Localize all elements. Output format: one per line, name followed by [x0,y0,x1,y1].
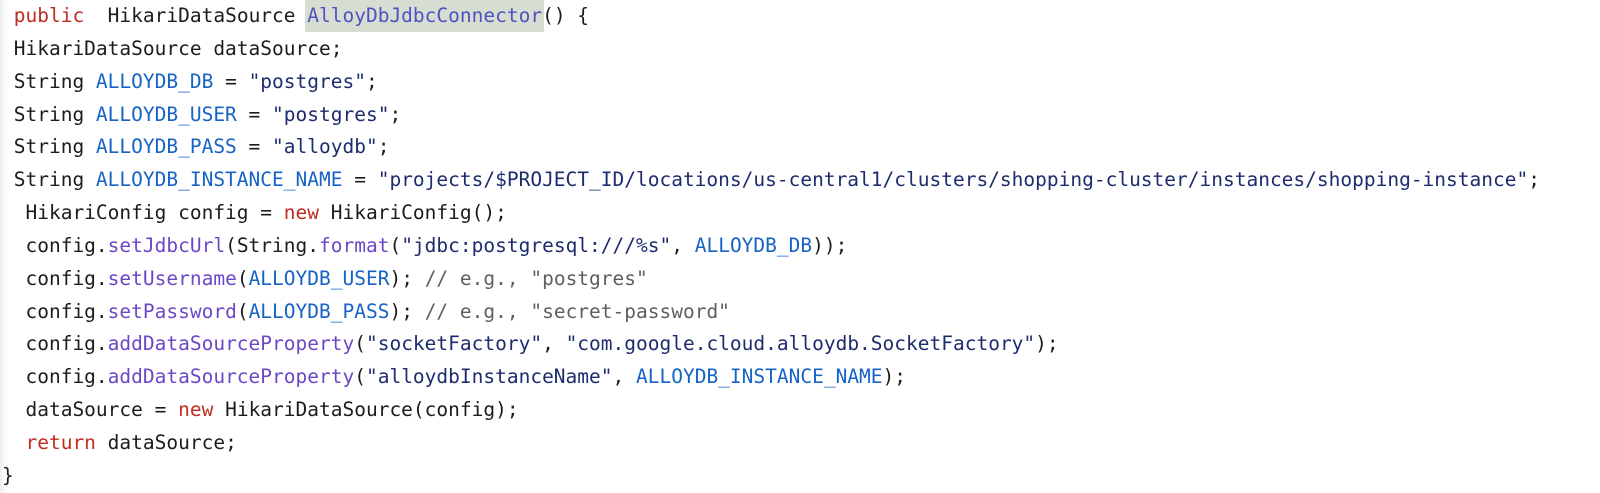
token-string: "postgres" [272,102,390,126]
code-line: config.setJdbcUrl(String.format("jdbc:po… [2,230,1600,263]
token-keyword: new [283,201,319,225]
token-string: "alloydbInstanceName" [365,365,613,389]
token-plain: config. [2,365,108,389]
code-line: String ALLOYDB_USER = "postgres"; [2,99,1600,132]
code-line: public HikariDataSource AlloyDbJdbcConne… [2,0,1600,33]
code-line: String ALLOYDB_PASS = "alloydb"; [2,131,1600,164]
token-plain: String [2,102,96,126]
code-line: config.addDataSourceProperty("socketFact… [2,328,1600,361]
token-function: setUsername [107,266,237,290]
token-keyword: public [13,4,85,27]
token-keyword: return [25,430,96,454]
token-plain: HikariDataSource [84,4,308,27]
token-constant: ALLOYDB_USER [95,102,237,126]
highlighted-method-name: AlloyDbJdbcConnector [305,0,545,32]
token-plain: ( [389,233,402,257]
token-comment: // e.g., "secret-password" [424,299,730,323]
token-constant: ALLOYDB_DB [694,233,813,257]
token-plain: = [342,168,378,192]
token-plain: dataSource; [95,430,237,454]
token-plain: )); [812,233,848,257]
token-string: "postgres" [248,69,366,93]
code-line: config.addDataSourceProperty("alloydbIns… [2,361,1600,394]
token-plain: ( [236,299,249,323]
token-constant: ALLOYDB_PASS [95,135,237,159]
token-string: "alloydb" [272,135,378,159]
token-plain: = [236,135,273,159]
token-function: addDataSourceProperty [107,365,355,389]
token-plain: } [2,463,14,487]
code-line: config.setUsername(ALLOYDB_USER); // e.g… [2,263,1600,296]
token-plain: config. [2,299,108,323]
token-plain: ; [389,102,402,126]
token-plain: ( [236,266,249,290]
token-plain: , [671,233,695,257]
token-plain: config. [2,266,108,290]
token-plain: String [2,69,96,93]
token-plain: HikariDataSource dataSource; [2,36,343,60]
token-plain: config. [2,332,108,356]
token-function: setPassword [107,299,237,323]
token-function: format [319,233,390,257]
token-function: setJdbcUrl [107,233,226,257]
token-plain: () { [542,4,590,27]
token-plain: ; [1528,168,1540,192]
token-constant: ALLOYDB_DB [95,69,214,93]
code-line: HikariDataSource dataSource; [2,33,1600,66]
token-plain: = [236,102,273,126]
token-plain: = [213,69,249,93]
token-plain: ); [1035,332,1059,356]
token-string: "com.google.cloud.alloydb.SocketFactory" [565,332,1036,356]
token-plain: ; [365,69,378,93]
token-comment: // e.g., "postgres" [424,266,648,290]
code-line: config.setPassword(ALLOYDB_PASS); // e.g… [2,296,1600,329]
token-function: addDataSourceProperty [107,332,355,356]
token-plain: String [2,135,96,159]
token-plain [2,4,14,27]
token-constant: ALLOYDB_INSTANCE_NAME [636,365,883,389]
token-string: "socketFactory" [365,332,543,356]
token-plain: config. [2,233,108,257]
token-plain: ); [389,266,425,290]
token-plain: ( [354,365,366,389]
token-plain: (String. [225,233,319,257]
code-line: HikariConfig config = new HikariConfig()… [2,197,1600,230]
token-plain: ; [377,135,390,159]
token-keyword: new [178,398,214,422]
code-line: } [2,460,1600,493]
code-line: String ALLOYDB_INSTANCE_NAME = "projects… [2,164,1600,197]
token-plain [2,431,25,454]
token-plain: String [2,168,96,192]
token-plain: HikariConfig config = [2,201,284,225]
token-plain: ( [354,332,366,356]
token-constant: ALLOYDB_USER [248,266,390,290]
token-plain: , [612,365,636,389]
token-string: "projects/$PROJECT_ID/locations/us-centr… [377,168,1529,192]
token-plain: dataSource = [2,398,179,422]
token-plain: , [542,332,566,356]
token-constant: ALLOYDB_PASS [248,299,390,323]
token-constant: ALLOYDB_INSTANCE_NAME [95,168,343,192]
token-plain: ); [882,365,907,389]
code-line: String ALLOYDB_DB = "postgres"; [2,66,1600,99]
code-line: return dataSource; [2,427,1600,460]
token-plain: HikariDataSource(config); [213,398,519,422]
token-string: "jdbc:postgresql:///%s" [401,233,672,257]
token-plain: HikariConfig(); [319,201,507,225]
code-line: dataSource = new HikariDataSource(config… [2,394,1600,427]
token-plain: ); [389,299,425,323]
